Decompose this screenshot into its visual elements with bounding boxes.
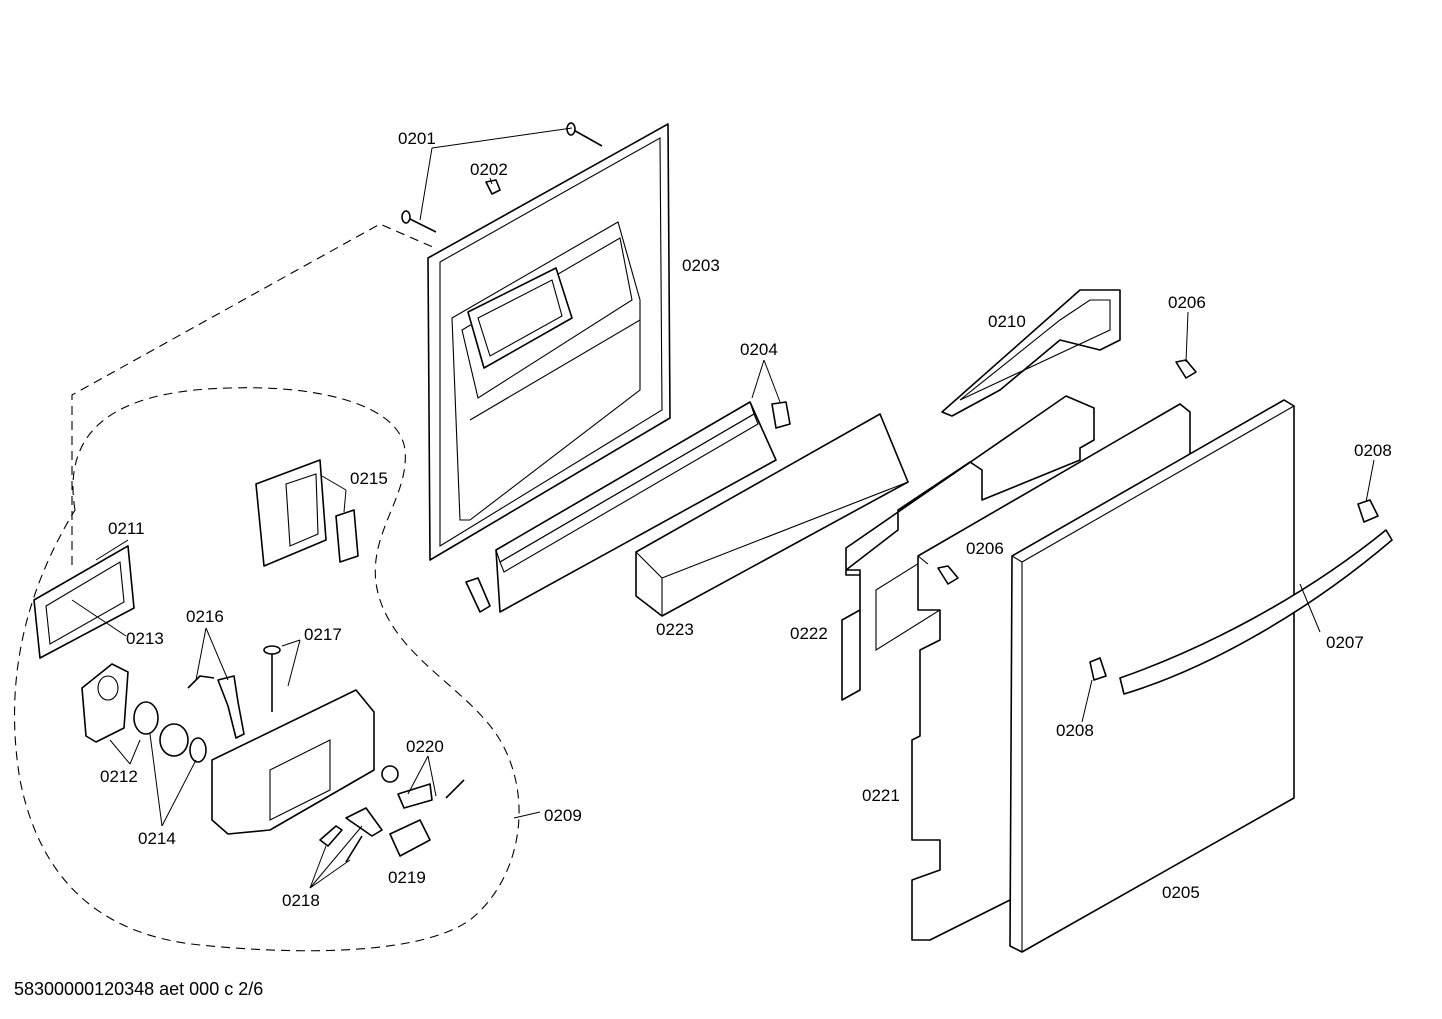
- label-0204: 0204: [740, 340, 778, 359]
- label-0208-mid: 0208: [1056, 721, 1094, 740]
- label-0212: 0212: [100, 767, 138, 786]
- label-0222: 0222: [790, 624, 828, 643]
- part-0217-pin: [263, 645, 281, 712]
- label-0206-mid: 0206: [966, 539, 1004, 558]
- label-0221: 0221: [862, 786, 900, 805]
- label-0206-top: 0206: [1168, 293, 1206, 312]
- alignment-line: [71, 223, 436, 565]
- part-0223-bar: [635, 413, 909, 617]
- label-0208-top: 0208: [1354, 441, 1392, 460]
- part-0208-caps: [1089, 499, 1379, 681]
- part-0211-frame: [33, 545, 135, 659]
- label-0217: 0217: [304, 625, 342, 644]
- label-0201: 0201: [398, 129, 436, 148]
- part-0207-handle: [1119, 529, 1393, 695]
- label-0205: 0205: [1162, 883, 1200, 902]
- label-0220: 0220: [406, 737, 444, 756]
- leader-lines: [71, 127, 1375, 889]
- assembly-group-outline: [13, 387, 520, 952]
- label-0215: 0215: [350, 469, 388, 488]
- label-0211: 0211: [108, 519, 145, 538]
- label-0210: 0210: [988, 312, 1026, 331]
- part-0212-cover: [81, 663, 129, 743]
- part-0216-lever: [187, 675, 245, 739]
- part-0202-clip: [485, 179, 501, 195]
- part-0215-module: [255, 459, 359, 567]
- part-0214-ring: [133, 701, 207, 763]
- label-0202: 0202: [470, 160, 508, 179]
- label-0213: 0213: [126, 629, 164, 648]
- label-0219: 0219: [388, 868, 426, 887]
- label-0218: 0218: [282, 891, 320, 910]
- label-0214: 0214: [138, 829, 176, 848]
- part-0206-screws: [937, 359, 1197, 585]
- label-0216: 0216: [186, 607, 224, 626]
- part-0210-bracket: [941, 289, 1121, 417]
- label-0223: 0223: [656, 620, 694, 639]
- label-0209: 0209: [544, 806, 582, 825]
- part-0218-springs: [319, 807, 383, 863]
- part-0220-parts: [381, 765, 465, 809]
- part-0203-inner-door: [427, 123, 671, 561]
- drawing-reference-footer: 58300000120348 aet 000 c 2/6: [14, 979, 264, 999]
- part-0219-switch: [389, 819, 431, 857]
- label-0203: 0203: [682, 256, 720, 275]
- label-0207: 0207: [1326, 633, 1364, 652]
- part-0201-screws: [401, 122, 603, 233]
- part-0204-rail: [465, 401, 791, 613]
- part-0209-dispenser: [211, 689, 375, 835]
